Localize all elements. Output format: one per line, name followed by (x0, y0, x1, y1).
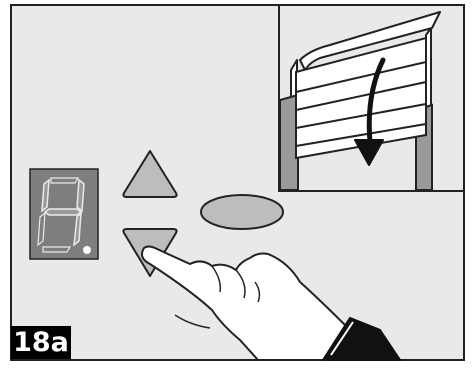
digit-segments (37, 177, 91, 254)
oval-button[interactable] (200, 194, 284, 230)
garage-door-icon (279, 11, 441, 191)
figure-label: 18a (11, 326, 71, 359)
garage-door-inset (278, 4, 465, 192)
up-button[interactable] (122, 150, 178, 198)
seven-segment-display (29, 168, 99, 260)
pointing-hand-icon (141, 245, 402, 361)
curved-arrow-down-icon (354, 57, 386, 166)
